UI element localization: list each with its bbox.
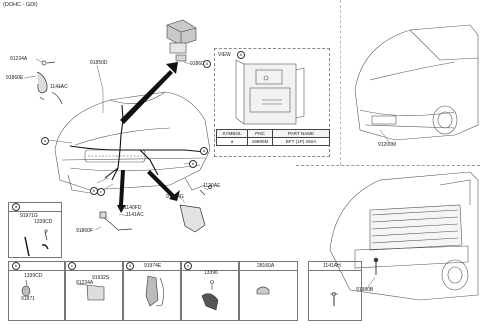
panel-d-tag: d	[126, 262, 134, 270]
panel-g	[308, 261, 362, 321]
panel-g-head	[309, 262, 361, 271]
panel-e	[180, 261, 240, 321]
label-91980B: 91980B	[356, 287, 374, 293]
panel-c-head	[65, 262, 123, 271]
label-1120AE: 1120AE	[203, 183, 221, 189]
panel-e-tag: e	[184, 262, 192, 270]
panel-b	[8, 261, 66, 321]
panel-a	[8, 202, 62, 258]
panel-b-label-1: 1339CD	[24, 273, 43, 279]
label-1141AC-bottom: 1141AC	[126, 212, 144, 218]
panel-f-title: 28160A	[257, 263, 275, 269]
panel-d-title: 91974E	[144, 263, 162, 269]
panel-a-label-2: 1339CD	[34, 219, 53, 225]
th-symbol: SYMBOL	[216, 129, 248, 138]
callout-a: a	[41, 137, 49, 145]
panel-a-head	[9, 203, 61, 212]
label-91974G: 91974G	[166, 194, 184, 200]
label-1140FD: 1140FD	[124, 205, 142, 211]
separator-top-right	[296, 165, 480, 166]
label-91860E: 91860E	[6, 75, 24, 81]
label-91850D: 91850D	[90, 60, 108, 66]
label-91860F: 91860F	[76, 228, 93, 234]
panel-f-head	[239, 262, 297, 271]
engine-type-header: (DOHC - GDI)	[3, 2, 38, 8]
label-1141AC-top: 1141AC	[50, 84, 68, 90]
panel-d	[122, 261, 182, 321]
panel-c-tag: c	[68, 262, 76, 270]
panel-b-label-2: 91871	[21, 296, 35, 302]
label-91234A: 91234A	[10, 56, 28, 62]
td-symbol: a	[216, 137, 248, 146]
callout-d: d	[200, 147, 208, 155]
panel-d-head	[123, 262, 181, 271]
td-pnc: 19890M	[247, 137, 273, 146]
label-91200M: 91200M	[378, 142, 397, 148]
panel-b-head	[9, 262, 65, 271]
th-part-name: PART NAME	[272, 129, 330, 138]
panel-a-label-1: 91971G	[20, 213, 38, 219]
panel-c-label-1: 91932S	[92, 275, 110, 281]
panel-e-label-1: 13396	[204, 270, 218, 276]
view-tag: A	[237, 51, 245, 59]
panel-f	[238, 261, 298, 321]
callout-c: c	[97, 188, 105, 196]
view-a-box	[214, 48, 330, 157]
panel-c-label-2: 91234A	[76, 280, 94, 286]
label-91860T: 91860T	[190, 61, 207, 67]
panel-a-tag: a	[12, 203, 20, 211]
part-spec-table: SYMBOL PNC PART NAME a 19890M BFT (1P) 2…	[216, 129, 330, 146]
th-pnc: PNC	[247, 129, 273, 138]
panel-e-head	[181, 262, 239, 271]
panel-c	[64, 261, 124, 321]
separator-vertical	[340, 0, 341, 165]
td-part-name: BFT (1P) 250A	[272, 137, 330, 146]
panel-g-title: 1141AH	[323, 263, 341, 269]
callout-view-A: A	[203, 60, 211, 68]
view-label: VIEW	[218, 52, 231, 58]
callout-e: e	[189, 160, 197, 168]
panel-b-tag: b	[12, 262, 20, 270]
